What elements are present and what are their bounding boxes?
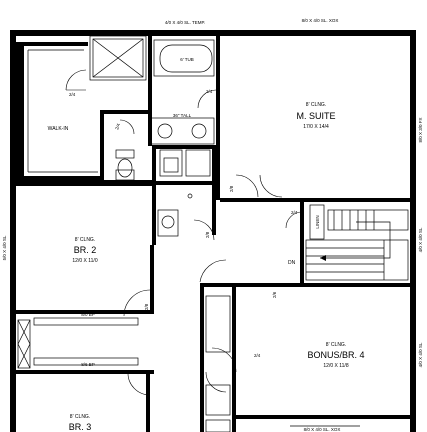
door-label-master-entry: 2/8: [229, 185, 234, 192]
br3-name: BR. 3: [69, 422, 92, 432]
stair-dn-label: DN: [288, 260, 296, 266]
master-ceiling: 8' CLNG.: [306, 102, 326, 108]
window-label-bottom: 8/0 X 4/0 SL. XOX: [304, 427, 341, 432]
br3-ceiling: 8' CLNG.: [70, 414, 90, 420]
shelf-bottom-label: 8/6 BP: [81, 362, 95, 367]
tub-label: 6' TUB: [180, 57, 194, 62]
window-label-top-left: 4/0 X 4/0 SL. TEMP.: [165, 20, 205, 25]
staircase: DN: [288, 209, 409, 281]
window-label-right-lower: 4/0 X 4/0 SL: [418, 342, 423, 367]
bonus-name: BONUS/BR. 4: [307, 350, 364, 360]
door-label-bonus-closet: 2/4: [254, 353, 261, 358]
br2-ceiling: 8' CLNG.: [75, 237, 95, 243]
window-label-left: 5/0 X 4/0 SL: [2, 235, 7, 260]
door-label-br2: 2/8: [144, 303, 149, 310]
walkin-name: WALK-IN: [48, 126, 69, 132]
toilet: [115, 149, 135, 181]
door-label-bath-entry: 2/8: [205, 231, 210, 238]
linen-closet: LINEN: [309, 204, 325, 240]
bathtub: 6' TUB: [153, 39, 215, 77]
linen-label: LINEN: [315, 215, 320, 228]
interior-walls: [16, 36, 414, 432]
door-label-bonus: 2/6: [272, 291, 277, 298]
shower: [89, 35, 147, 81]
shelf-top-label: 8/0 BP: [81, 312, 95, 317]
walkin-shelves: [27, 49, 98, 173]
door-label-wc: 2/4: [114, 122, 121, 130]
bonus-ceiling: 8' CLNG.: [326, 342, 346, 348]
br2-dims: 12/0 X 11/0: [72, 258, 97, 264]
laundry: [157, 149, 211, 237]
br2-name: BR. 2: [74, 245, 97, 255]
master-name: M. SUITE: [296, 111, 335, 121]
door-label-master-bath: 2/4: [206, 89, 213, 94]
window-label-right-upper: 8/0 X 3/0 FX: [418, 117, 423, 142]
bonus-closet: [205, 295, 231, 432]
window-label-right-mid: 4/0 X 4/0 SL: [418, 227, 423, 252]
br2-closet: 8/0 BP 8/6 BP: [17, 312, 139, 369]
door-label-walkin: 2/4: [69, 92, 76, 97]
vanity: 36" TALL: [149, 113, 215, 145]
doors: [65, 69, 303, 396]
bonus-dims: 12/0 X 11/8: [323, 363, 348, 369]
master-dims: 17/0 X 14/4: [303, 124, 329, 130]
window-markers: [12, 32, 414, 427]
window-label-top-right: 8/0 X 4/0 SL. XOX: [302, 18, 339, 23]
vanity-label: 36" TALL: [173, 113, 192, 118]
door-label-linen: 2/4: [291, 210, 298, 215]
